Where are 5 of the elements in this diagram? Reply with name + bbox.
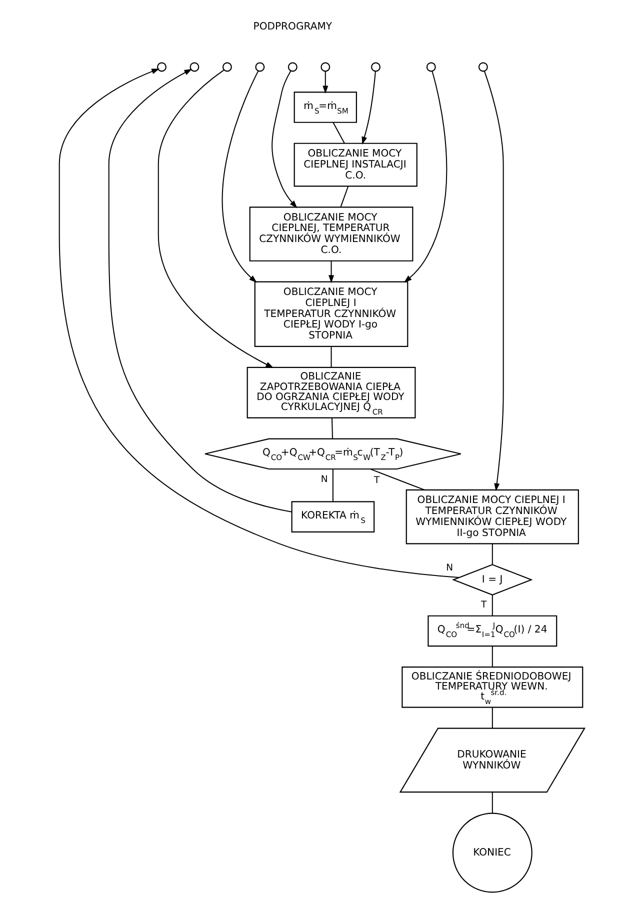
edge-label: T: [374, 475, 380, 486]
edge-label: N: [320, 474, 328, 485]
edge-label: N: [446, 562, 454, 574]
label: PODPROGRAMY: [253, 21, 332, 32]
edge-label: T: [480, 600, 487, 611]
